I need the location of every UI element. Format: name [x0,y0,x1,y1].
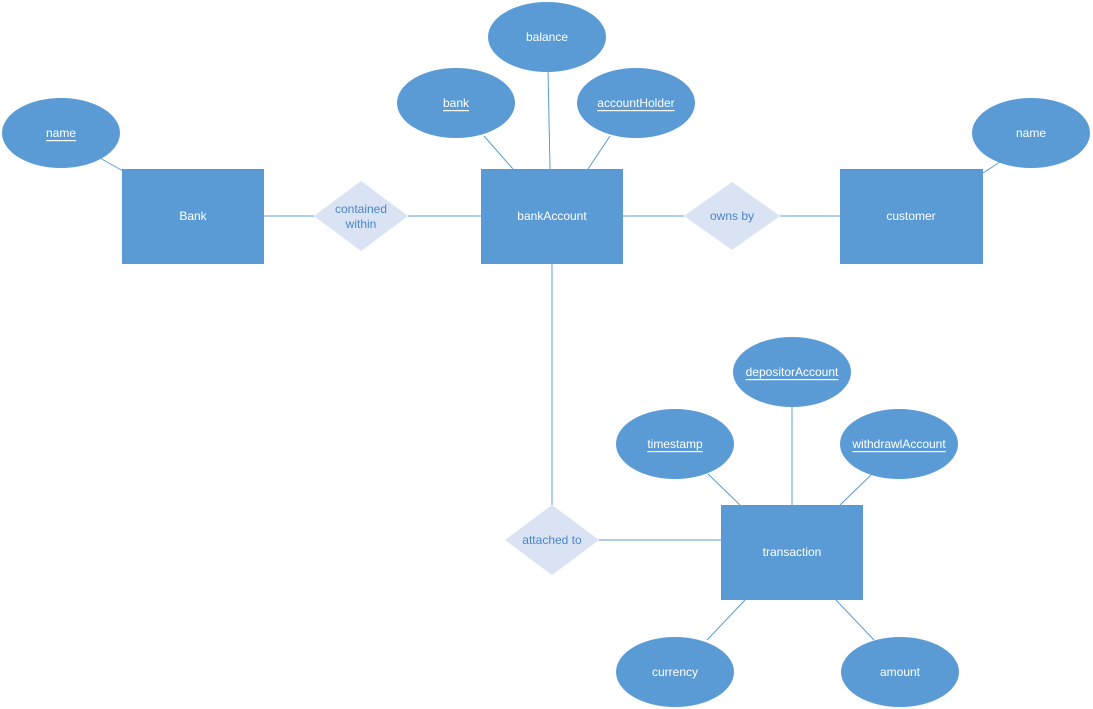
attribute-depositor-account[interactable]: depositorAccount [733,337,851,407]
relationship-contained-within-label-line1: contained [335,202,387,216]
attribute-customer-name[interactable]: name [972,98,1090,168]
entity-bank-label: Bank [179,209,207,223]
relationship-attached-to[interactable]: attached to [505,505,599,575]
relationship-contained-within[interactable]: contained within [314,181,408,251]
relationship-attached-to-label: attached to [522,533,582,547]
entity-customer[interactable]: customer [840,169,983,264]
connector-transaction-amount [835,599,875,641]
attribute-bank-name[interactable]: name [2,98,120,168]
attribute-timestamp-label: timestamp [647,437,703,451]
attribute-balance[interactable]: balance [488,2,606,72]
connector-transaction-currency [706,599,746,641]
attribute-depositor-account-label: depositorAccount [746,365,839,379]
attribute-amount[interactable]: amount [841,637,959,707]
relationship-owns-by[interactable]: owns by [684,182,780,250]
attribute-timestamp[interactable]: timestamp [616,409,734,479]
entity-bank-account[interactable]: bankAccount [481,169,623,264]
connector-transaction-withdrawl [839,473,873,506]
connector-bankaccount-balance [547,69,551,170]
attribute-bank-name-label: name [46,126,76,140]
attribute-account-holder[interactable]: accountHolder [577,68,695,138]
attribute-currency-label: currency [652,665,698,679]
entity-customer-label: customer [886,209,935,223]
attribute-balance-label: balance [526,30,568,44]
attribute-account-holder-label: accountHolder [597,96,674,110]
entity-bank[interactable]: Bank [122,169,264,264]
attribute-bank-label: bank [443,96,470,110]
attribute-currency[interactable]: currency [616,637,734,707]
attribute-withdrawl-account[interactable]: withdrawlAccount [840,409,958,479]
attribute-withdrawl-account-label: withdrawlAccount [851,437,946,451]
attribute-amount-label: amount [880,665,921,679]
relationship-owns-by-label: owns by [710,209,754,223]
entity-bank-account-label: bankAccount [517,209,587,223]
connector-bank-name [99,157,124,172]
connector-bankaccount-accountholder [587,135,611,170]
entity-transaction[interactable]: transaction [721,505,863,600]
connector-lines [99,69,1004,641]
entity-transaction-label: transaction [763,545,822,559]
connector-transaction-timestamp [707,473,741,506]
connector-bankaccount-bank [483,135,514,170]
relationship-contained-within-label-line2: within [345,217,377,231]
attribute-bank[interactable]: bank [397,68,515,138]
attribute-customer-name-label: name [1016,126,1046,140]
